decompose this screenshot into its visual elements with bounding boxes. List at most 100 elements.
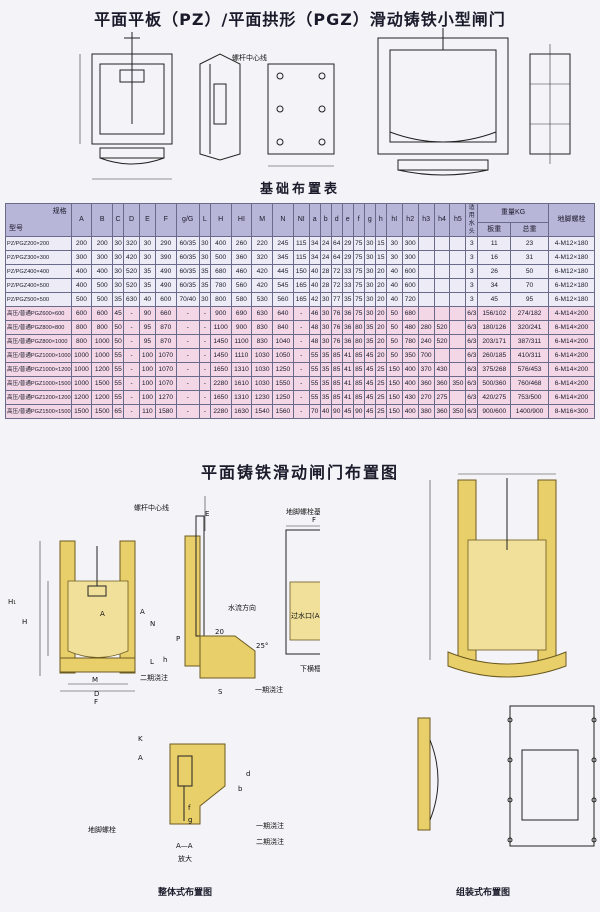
table-cell: 1650 [209,390,232,405]
label-second-pour2: 二期浇注 [256,837,284,846]
table-cell: 600 [401,264,419,279]
table-cell: 1200 [91,362,114,377]
table-cell: - [292,320,310,335]
table-cell: 200 [70,236,93,251]
dim-F: F [94,698,98,706]
table-cell: 400 [70,264,93,279]
row-plate-weight: 34 [477,278,512,293]
table-cell: 90 [138,306,156,321]
table-cell: 500 [91,292,114,307]
table-cell: 1070 [154,376,177,391]
table-cell: 50 [112,320,125,335]
table-cell: 115 [292,236,310,251]
table-cell: 1500 [70,404,93,419]
table-cell: 35 [138,264,156,279]
table-cell: 1030 [251,362,274,377]
row-model: 高压/普通PGZ1000×1500 [5,376,72,391]
table-cell: - [198,306,211,321]
table-cell: 28 [319,278,332,293]
table-cell: 700 [417,348,435,363]
table-cell: 690 [230,306,253,321]
dim-H: H [22,618,27,626]
label-bolt-base: 地脚螺栓基础图 [286,507,320,516]
table-cell: 72 [330,278,343,293]
table-cell [433,278,451,293]
table-cell: 24 [319,250,332,265]
table-cell: - [175,376,200,391]
table-cell: 55 [112,362,125,377]
label-first-pour2: 一期浇注 [256,821,284,830]
table-cell: 55 [308,348,321,363]
table-title: 基础布置表 [259,182,340,197]
corner-cell: 规格 型号 [5,203,72,237]
table-cell: - [175,404,200,419]
table-cell: 29 [341,250,354,265]
table-cell: 100 [138,348,156,363]
table-cell: 45 [363,404,376,419]
table-cell: 800 [70,320,93,335]
table-cell [433,264,451,279]
table-cell: 545 [272,278,294,293]
table-cell: 390 [154,250,177,265]
table-cell: 780 [401,334,419,349]
row-head: 3 [465,236,479,251]
table-cell: 34 [308,236,321,251]
col-hI: hI [385,203,403,237]
table-cell: 95 [138,334,156,349]
table-cell: - [292,404,310,419]
table-cell: 165 [292,278,310,293]
table-cell: 150 [385,362,403,377]
table-cell: 300 [401,236,419,251]
col-h4: h4 [433,203,451,237]
table-cell: 360 [230,250,253,265]
row-head: 6/3 [465,362,479,377]
table-cell: 35 [319,362,332,377]
table-cell: 1560 [272,404,294,419]
table-subheader-row: 板重 总重 [6,222,595,237]
table-cell: 630 [123,292,140,307]
table-cell: 20 [374,292,387,307]
table-cell: 41 [341,390,354,405]
table-cell: 240 [417,334,435,349]
table-cell: 50 [385,348,403,363]
table-cell: 20 [374,278,387,293]
table-cell: 50 [385,306,403,321]
table-cell: 42 [308,292,321,307]
table-cell: 55 [308,390,321,405]
table-cell: 600 [70,306,93,321]
table-cell: 30 [138,250,156,265]
table-cell: 870 [154,320,177,335]
table-cell: 40 [319,404,332,419]
label-section: A—A [176,842,193,850]
table-cell: 370 [417,362,435,377]
table-cell: 1000 [70,362,93,377]
table-cell: - [123,320,140,335]
table-cell [449,306,467,321]
table-cell: 85 [352,376,365,391]
table-cell: - [123,376,140,391]
table-cell: 1200 [91,390,114,405]
page-title: 平面平板（PZ）/平面拱形（PGZ）滑动铸铁小型闸门 [94,10,506,29]
table-cell: 1550 [272,376,294,391]
table-cell: - [123,390,140,405]
table-cell: 75 [352,292,365,307]
row-total-weight: 387/311 [510,334,549,349]
table-cell: 20 [374,264,387,279]
row-bolt: 6-M14×200 [547,348,596,363]
table-cell [449,236,467,251]
col-HI: HI [230,203,253,237]
col-L: L [198,203,211,237]
table-cell: 1030 [251,348,274,363]
foundation-table: 规格 型号 A B C D E F g/G L H HI M N NI a b … [5,203,596,419]
table-cell: 1270 [154,390,177,405]
table-cell: 500 [70,292,93,307]
table-cell: 85 [352,390,365,405]
table-cell: 36 [341,320,354,335]
col-plate-weight: 板重 [477,222,512,237]
table-cell: 80 [352,320,365,335]
table-cell: 30 [319,320,332,335]
table-cell: 75 [352,250,365,265]
